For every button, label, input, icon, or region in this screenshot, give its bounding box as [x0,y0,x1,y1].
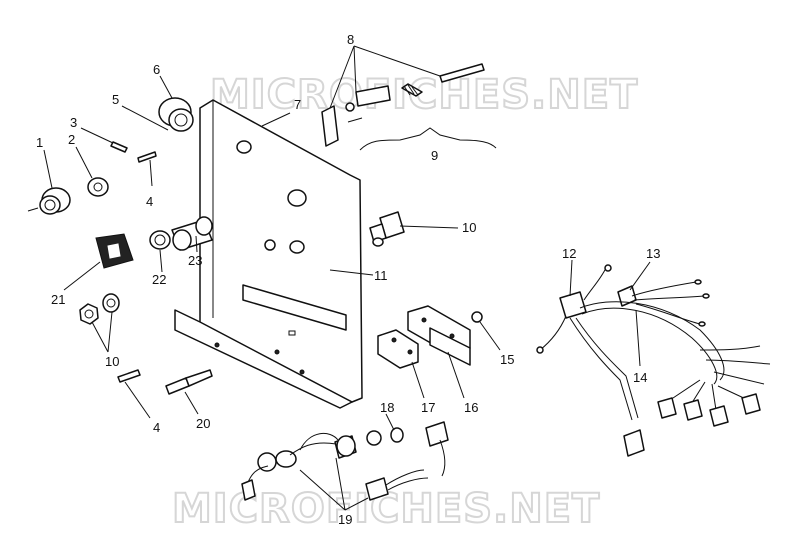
toggle-washer [102,293,120,313]
callout-14: 14 [633,370,647,385]
callout-22: 22 [152,272,166,287]
ignition-switch [171,216,213,251]
callout-6: 6 [153,62,160,77]
callout-16: 16 [464,400,478,415]
mounting-bracket-16 [407,305,471,366]
callout-15: 15 [500,352,514,367]
callout-1: 1 [36,135,43,150]
ignition-bezel [95,233,134,269]
rubber-plug [471,311,483,323]
callout-12: 12 [562,246,576,261]
watermark-top: MICROFICHES.NET [210,72,638,118]
callout-20: 20 [196,416,210,431]
callout-9: 9 [431,148,438,163]
bezel-nut [27,187,71,215]
callout-21: 21 [51,292,65,307]
toggle-switch [369,211,405,247]
callout-19: 19 [338,512,352,527]
callout-3: 3 [70,115,77,130]
screw-3 [110,141,128,153]
callout-10-left: 10 [105,354,119,369]
lamp-harness [241,421,449,501]
callout-17: 17 [421,400,435,415]
callout-4-lower: 4 [153,420,160,435]
screw-4-upper [137,151,157,163]
callout-10-right: 10 [462,220,476,235]
callout-18: 18 [380,400,394,415]
ignition-nut [149,230,171,250]
wiring-harness [536,264,771,457]
callout-4-upper: 4 [146,194,153,209]
callout-13: 13 [646,246,660,261]
toggle-nut [79,303,99,325]
callout-11: 11 [374,268,388,283]
callout-7: 7 [294,97,301,112]
callout-2: 2 [68,132,75,147]
callout-8: 8 [347,32,354,47]
screw-4-lower [117,369,141,383]
indicator-lamp-housing [158,97,194,132]
callout-labels: 1 2 3 4 4 5 6 7 8 9 10 10 11 12 13 14 15… [36,32,660,527]
dash-panel [174,99,363,409]
callout-5: 5 [112,92,119,107]
bolt-20 [165,369,213,395]
leader-lines [43,45,651,511]
callout-23: 23 [188,253,202,268]
mounting-bracket-17 [377,329,419,369]
lock-washer [87,177,109,197]
